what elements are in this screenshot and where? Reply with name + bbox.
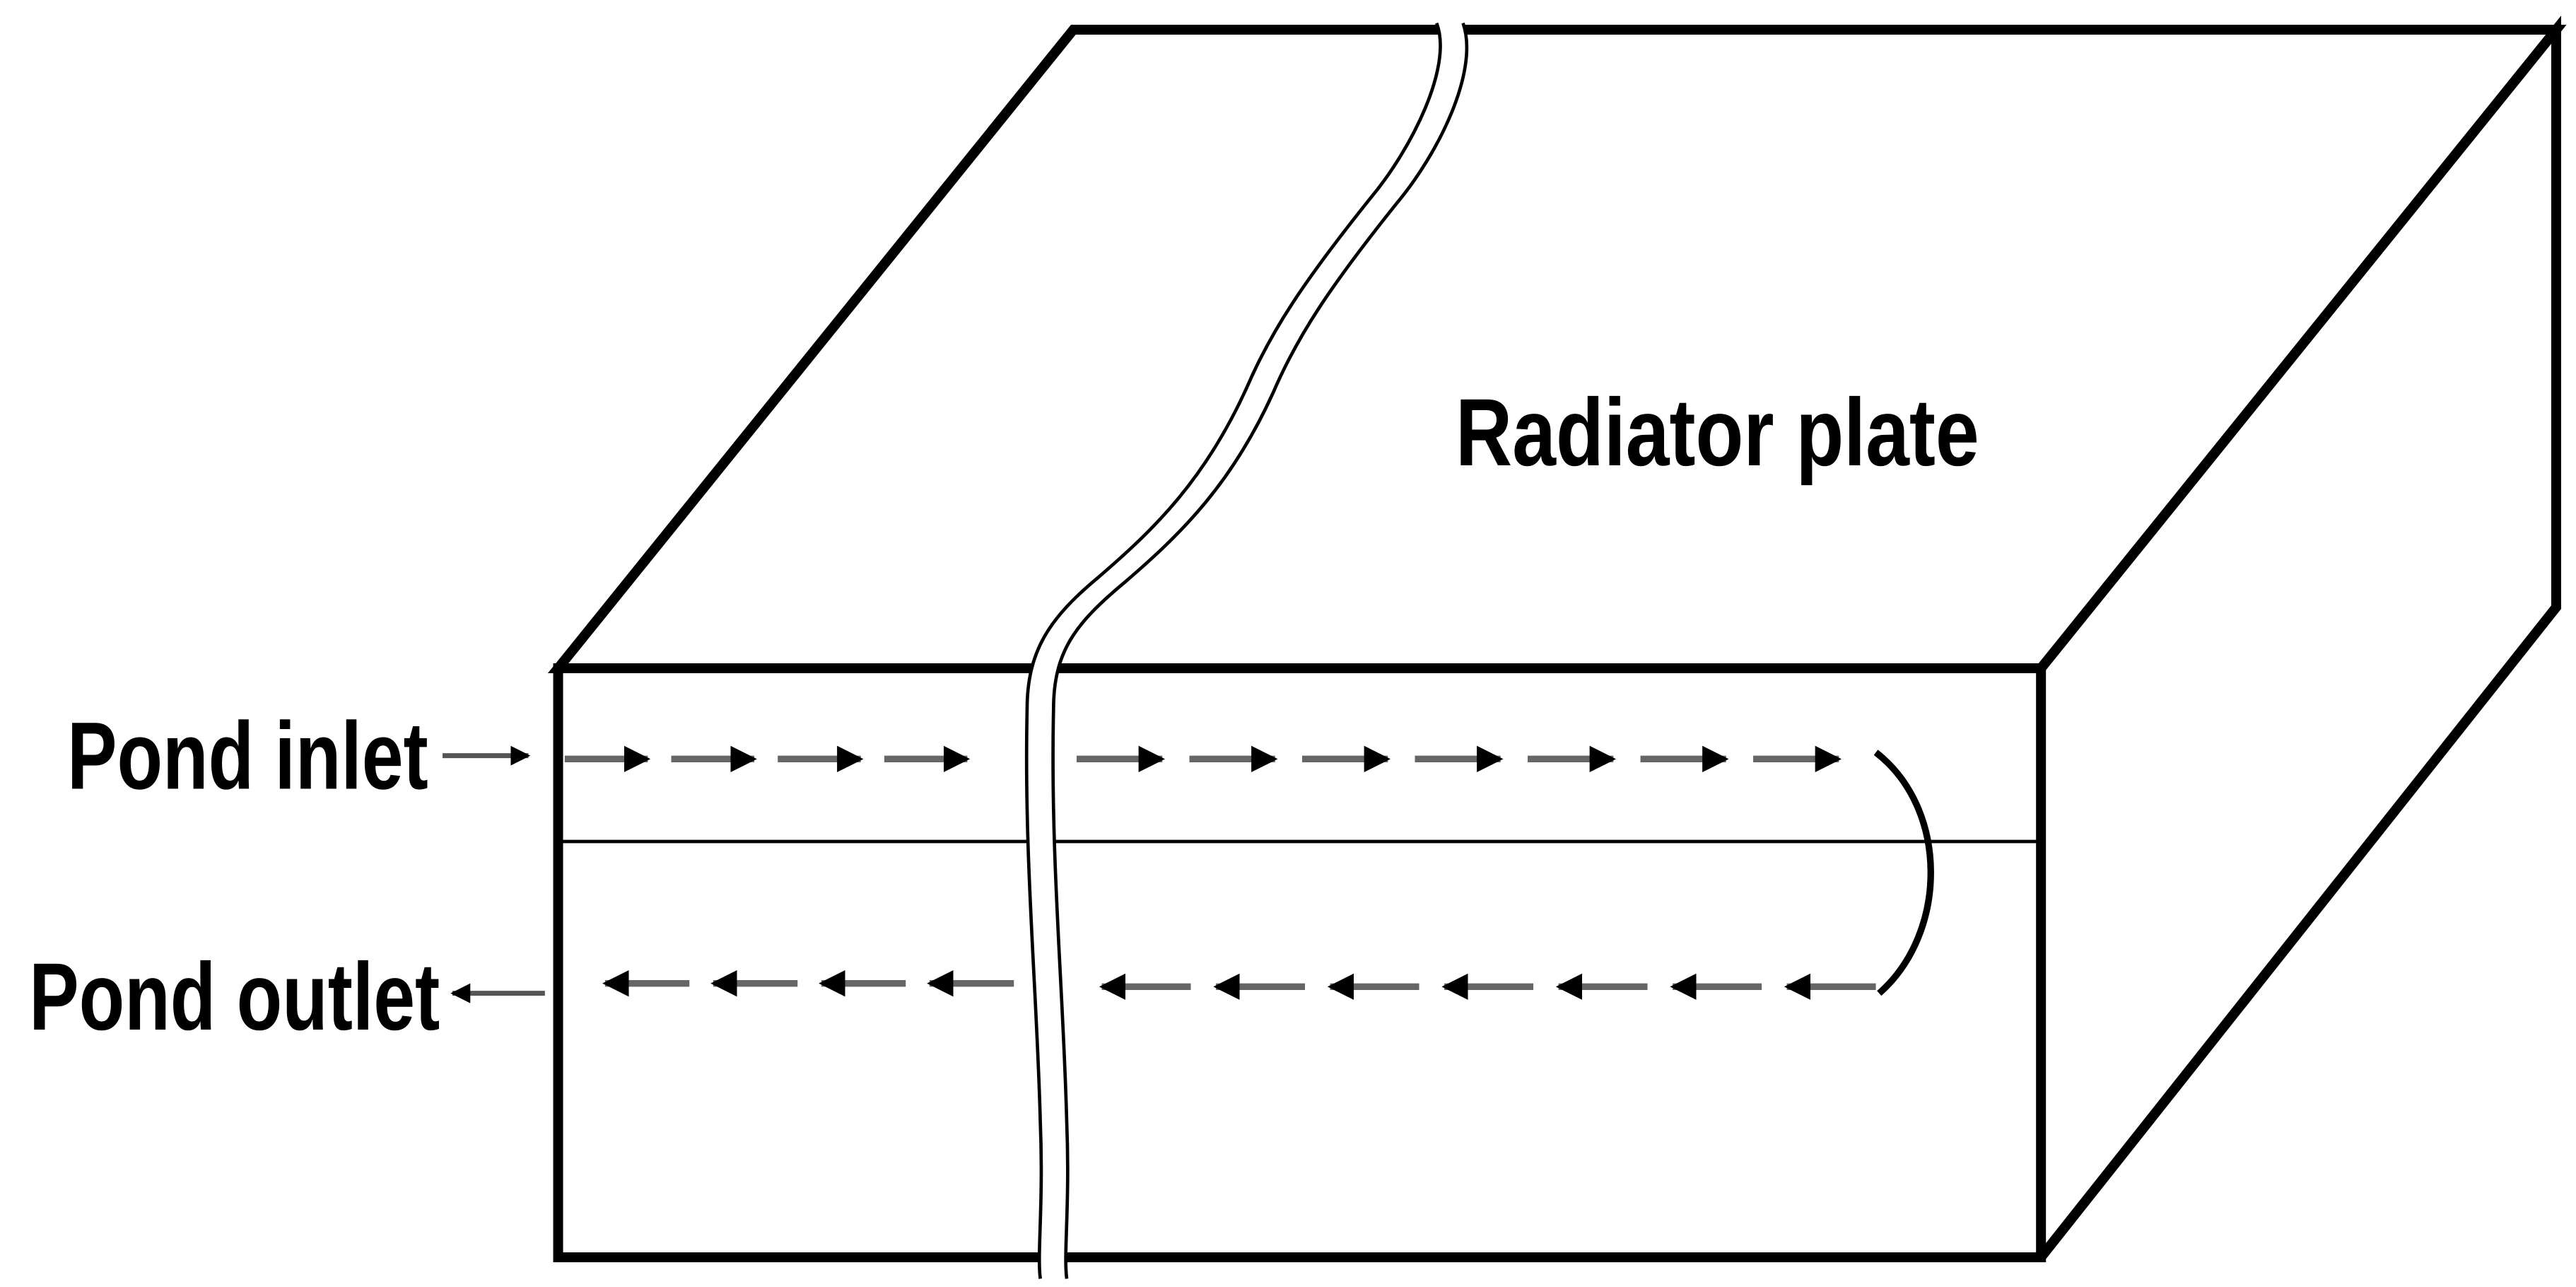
- box-top-face: [547, 25, 2567, 674]
- box-front-face: [553, 663, 2047, 1262]
- pond-inlet-label: Pond inlet: [67, 702, 428, 810]
- radiator-box: [547, 16, 2567, 1262]
- pond-outlet-label: Pond outlet: [29, 943, 440, 1050]
- box-side-face: [2037, 16, 2561, 1261]
- radiator-plate-label: Radiator plate: [1456, 380, 1979, 487]
- flow-arrows: [564, 745, 1876, 1001]
- flow-return-curve: [1873, 750, 1934, 996]
- break-mark: [1024, 22, 1469, 1279]
